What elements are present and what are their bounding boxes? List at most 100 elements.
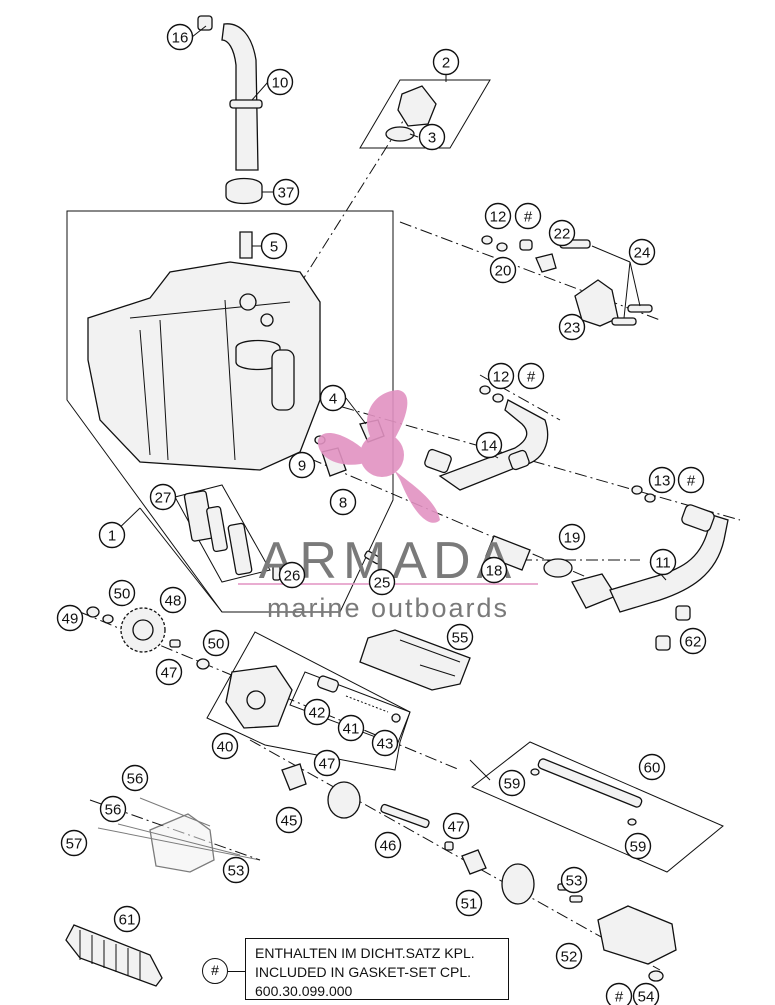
callout-circle (211, 732, 239, 760)
callout-c3: 3 (418, 123, 446, 151)
pump-shaft (530, 758, 643, 826)
callout-circle (677, 466, 705, 494)
callout-c13h: # (677, 466, 705, 494)
callout-label: 56 (127, 771, 144, 788)
callout-c12a: 12 (484, 202, 512, 230)
callout-c16: 16 (166, 23, 194, 51)
callout-c51: 51 (455, 889, 483, 917)
callout-label: 47 (448, 819, 465, 836)
callout-label: 20 (495, 263, 512, 280)
callout-circle (202, 629, 230, 657)
callout-circle (558, 523, 586, 551)
callout-label: 49 (62, 611, 79, 628)
callout-circle (624, 832, 652, 860)
breather-hose (197, 15, 263, 205)
callout-c37: 37 (272, 178, 300, 206)
callout-c14: 14 (475, 431, 503, 459)
callout-c56b: 56 (99, 795, 127, 823)
group-frames (66, 79, 724, 873)
callout-label: 1 (108, 528, 116, 545)
callout-circle (638, 753, 666, 781)
callout-circle (442, 812, 470, 840)
callout-c46: 46 (374, 831, 402, 859)
cap-group-frame (359, 79, 491, 149)
callout-c2: 2 (432, 48, 460, 76)
watermark: ARMADA marine outboards (238, 390, 538, 623)
screws-25-26 (272, 550, 382, 581)
oil-pump-sprocket (86, 606, 210, 670)
callout-c20: 20 (489, 256, 517, 284)
callout-c54: 54 (632, 982, 660, 1005)
callout-circle (489, 256, 517, 284)
callout-circle (560, 866, 588, 894)
callout-c54h: # (605, 982, 633, 1005)
callout-label: 56 (105, 802, 122, 819)
callout-circle (368, 568, 396, 596)
callout-label: 12 (493, 369, 510, 386)
callout-c55: 55 (446, 623, 474, 651)
callout-label: 18 (486, 563, 503, 580)
tank-group-frame (66, 210, 394, 613)
callout-c23: 23 (558, 313, 586, 341)
callout-label: 46 (380, 838, 397, 855)
callout-label: 47 (161, 665, 178, 682)
callout-label: 22 (554, 226, 571, 243)
callout-c45: 45 (275, 806, 303, 834)
callout-label: 8 (339, 495, 347, 512)
callout-circle (260, 232, 288, 260)
callout-c19: 19 (558, 523, 586, 551)
callout-label: 60 (644, 760, 661, 777)
callout-c57: 57 (60, 829, 88, 857)
callout-label: 45 (281, 813, 298, 830)
callout-label: 14 (481, 438, 498, 455)
callout-circle (475, 431, 503, 459)
callout-circle (108, 579, 136, 607)
callout-label: 42 (309, 705, 326, 722)
callout-circle (432, 48, 460, 76)
callout-label: 53 (228, 863, 245, 880)
callout-c50a: 50 (108, 579, 136, 607)
gasket-set-note: ENTHALTEN IM DICHT.SATZ KPL. INCLUDED IN… (245, 938, 509, 1000)
callout-c5: 5 (260, 232, 288, 260)
callout-circle (149, 483, 177, 511)
callout-label: # (687, 473, 696, 490)
pump-rotors (281, 763, 535, 905)
callout-c9: 9 (288, 451, 316, 479)
callout-c25: 25 (368, 568, 396, 596)
callout-label: 12 (490, 209, 507, 226)
callout-label: 43 (377, 736, 394, 753)
callout-c13: 13 (648, 466, 676, 494)
callout-circle (155, 658, 183, 686)
callout-circle (278, 561, 306, 589)
callout-label: 50 (114, 586, 131, 603)
callout-c8: 8 (329, 488, 357, 516)
note-line-de: ENTHALTEN IM DICHT.SATZ KPL. (255, 945, 475, 961)
filter-group-frame (174, 484, 271, 583)
callout-c56a: 56 (121, 764, 149, 792)
callout-label: 59 (504, 776, 521, 793)
callout-circle (303, 698, 331, 726)
callout-c40: 40 (211, 732, 239, 760)
callout-c12bh: # (517, 362, 545, 390)
callout-circle (548, 219, 576, 247)
callout-circle (514, 202, 542, 230)
callout-c53a: 53 (222, 856, 250, 884)
callout-circle (605, 982, 633, 1005)
callout-c22: 22 (548, 219, 576, 247)
callout-c49: 49 (56, 604, 84, 632)
return-line (424, 385, 549, 491)
callout-label: 48 (165, 593, 182, 610)
callout-c47a: 47 (155, 658, 183, 686)
callout-c41: 41 (337, 714, 365, 742)
callout-c10: 10 (266, 68, 294, 96)
callout-circle (455, 889, 483, 917)
callout-circle (275, 806, 303, 834)
callout-circle (98, 521, 126, 549)
callout-label: 10 (272, 75, 289, 92)
callout-label: 25 (374, 575, 391, 592)
callout-circle (418, 123, 446, 151)
callout-label: 11 (655, 555, 671, 572)
callout-label: # (527, 369, 536, 386)
callout-circle (679, 627, 707, 655)
callout-c12b: 12 (487, 362, 515, 390)
